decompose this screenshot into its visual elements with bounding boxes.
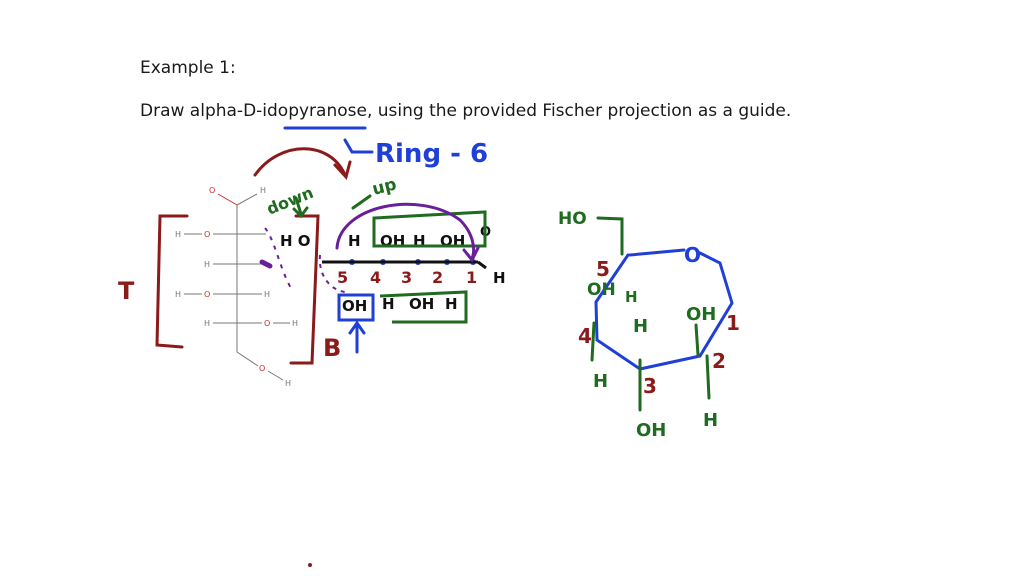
fischer-row1-left-h: H: [175, 230, 181, 239]
fischer-row4-right-h: H: [292, 319, 298, 328]
ring-c1-oh: OH: [686, 304, 716, 325]
number-2: 2: [432, 268, 443, 287]
end-h: H: [493, 269, 506, 287]
bottom-label: B: [323, 334, 341, 362]
up-label: up: [370, 175, 398, 200]
top-ho: H O: [280, 232, 311, 250]
ring-c3-oh: OH: [636, 420, 666, 441]
example-heading: Example 1:: [140, 58, 236, 78]
green-annotations: down up HO OH H H H OH OH H: [264, 175, 718, 441]
fischer-row3-left-o: O: [204, 290, 210, 299]
top-label: T: [118, 277, 135, 305]
fischer-row4-left-h: H: [204, 319, 210, 328]
fischer-bottom-h: H: [285, 379, 291, 388]
red-annotations: T B 5 4 3 2 1 5 4 3 2 1: [118, 147, 740, 398]
bottom-oh1: OH: [342, 297, 367, 315]
fischer-top-o: O: [209, 186, 215, 195]
ring-c4-h: H: [633, 316, 648, 337]
fischer-row3-right-h: H: [264, 290, 270, 299]
ring-c5-oh: OH: [587, 280, 616, 300]
number-4: 4: [370, 268, 381, 287]
ring-c3: 3: [643, 374, 657, 398]
fischer-row2-left-h: H: [204, 260, 210, 269]
instruction-text: Draw alpha-D-idopyranose, using the prov…: [140, 101, 792, 121]
bottom-h1: H: [382, 295, 395, 313]
ring-c1: 1: [726, 311, 740, 335]
fischer-top-h: H: [260, 186, 266, 195]
ring-c3-h: H: [593, 371, 608, 392]
number-3: 3: [401, 268, 412, 287]
fischer-projection: O H H O H H O H H O H O H: [175, 186, 298, 388]
fischer-row4-right-o: O: [264, 319, 270, 328]
ring-c5-h: H: [625, 288, 638, 306]
bottom-h2: H: [445, 295, 458, 313]
fischer-row1-left-o: O: [204, 230, 210, 239]
bottom-oh2: OH: [409, 295, 434, 313]
ring-c2: 2: [712, 349, 726, 373]
ring-ho: HO: [558, 209, 587, 229]
fischer-bottom-o: O: [259, 364, 265, 373]
number-1: 1: [466, 268, 477, 287]
ring-c4: 4: [578, 324, 592, 348]
blue-annotations: Ring - 6 O: [337, 138, 734, 371]
top-h1: H: [348, 232, 361, 250]
ring-oxygen: O: [684, 243, 701, 267]
fischer-row3-left-h: H: [175, 290, 181, 299]
ring-c5: 5: [596, 257, 610, 281]
ring-six-label: Ring - 6: [375, 139, 488, 169]
stray-dot: [308, 563, 312, 567]
number-5: 5: [337, 268, 348, 287]
down-label: down: [264, 183, 316, 219]
ring-c2-h: H: [703, 410, 718, 431]
purple-annotations: [259, 202, 480, 293]
